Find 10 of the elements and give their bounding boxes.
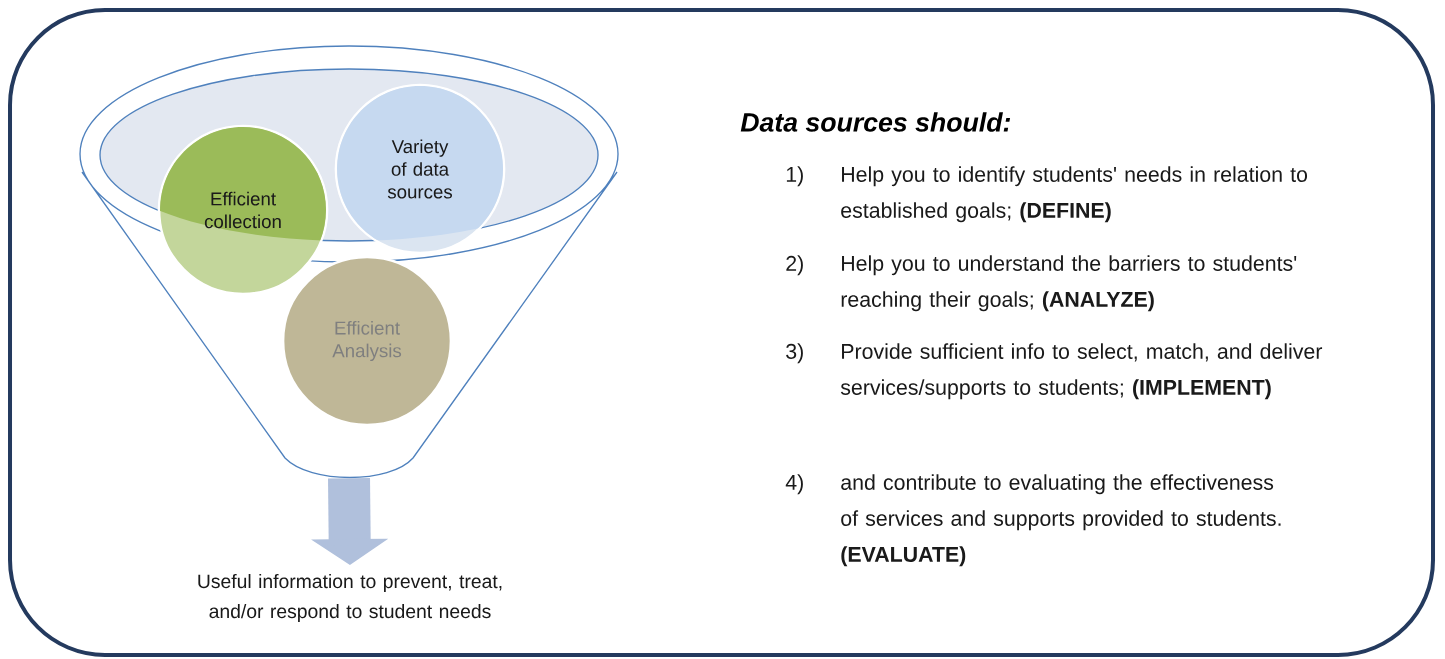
list-item: and contribute to evaluating the effectiveness of services and supports provided to students. (EVALUATE): [841, 474, 1281, 567]
list-item: Provide sufficient info to select, match, and deliver services/supports to students; (IMPLEMENT): [840, 343, 1323, 400]
item-number: 1): [786, 166, 803, 187]
item-number: 3): [786, 343, 803, 364]
list-item: Help you to understand the barriers to students' reaching their goals; (ANALYZE): [841, 255, 1297, 312]
heading: Data sources should:: [740, 112, 1011, 132]
list-item: Help you to identify students' needs in relation to established goals; (DEFINE): [841, 166, 1308, 223]
result-text: Useful information to prevent, treat, and/or respond to student needs: [198, 574, 502, 622]
item-number: 4): [785, 474, 803, 495]
item-number: 2): [786, 255, 803, 276]
